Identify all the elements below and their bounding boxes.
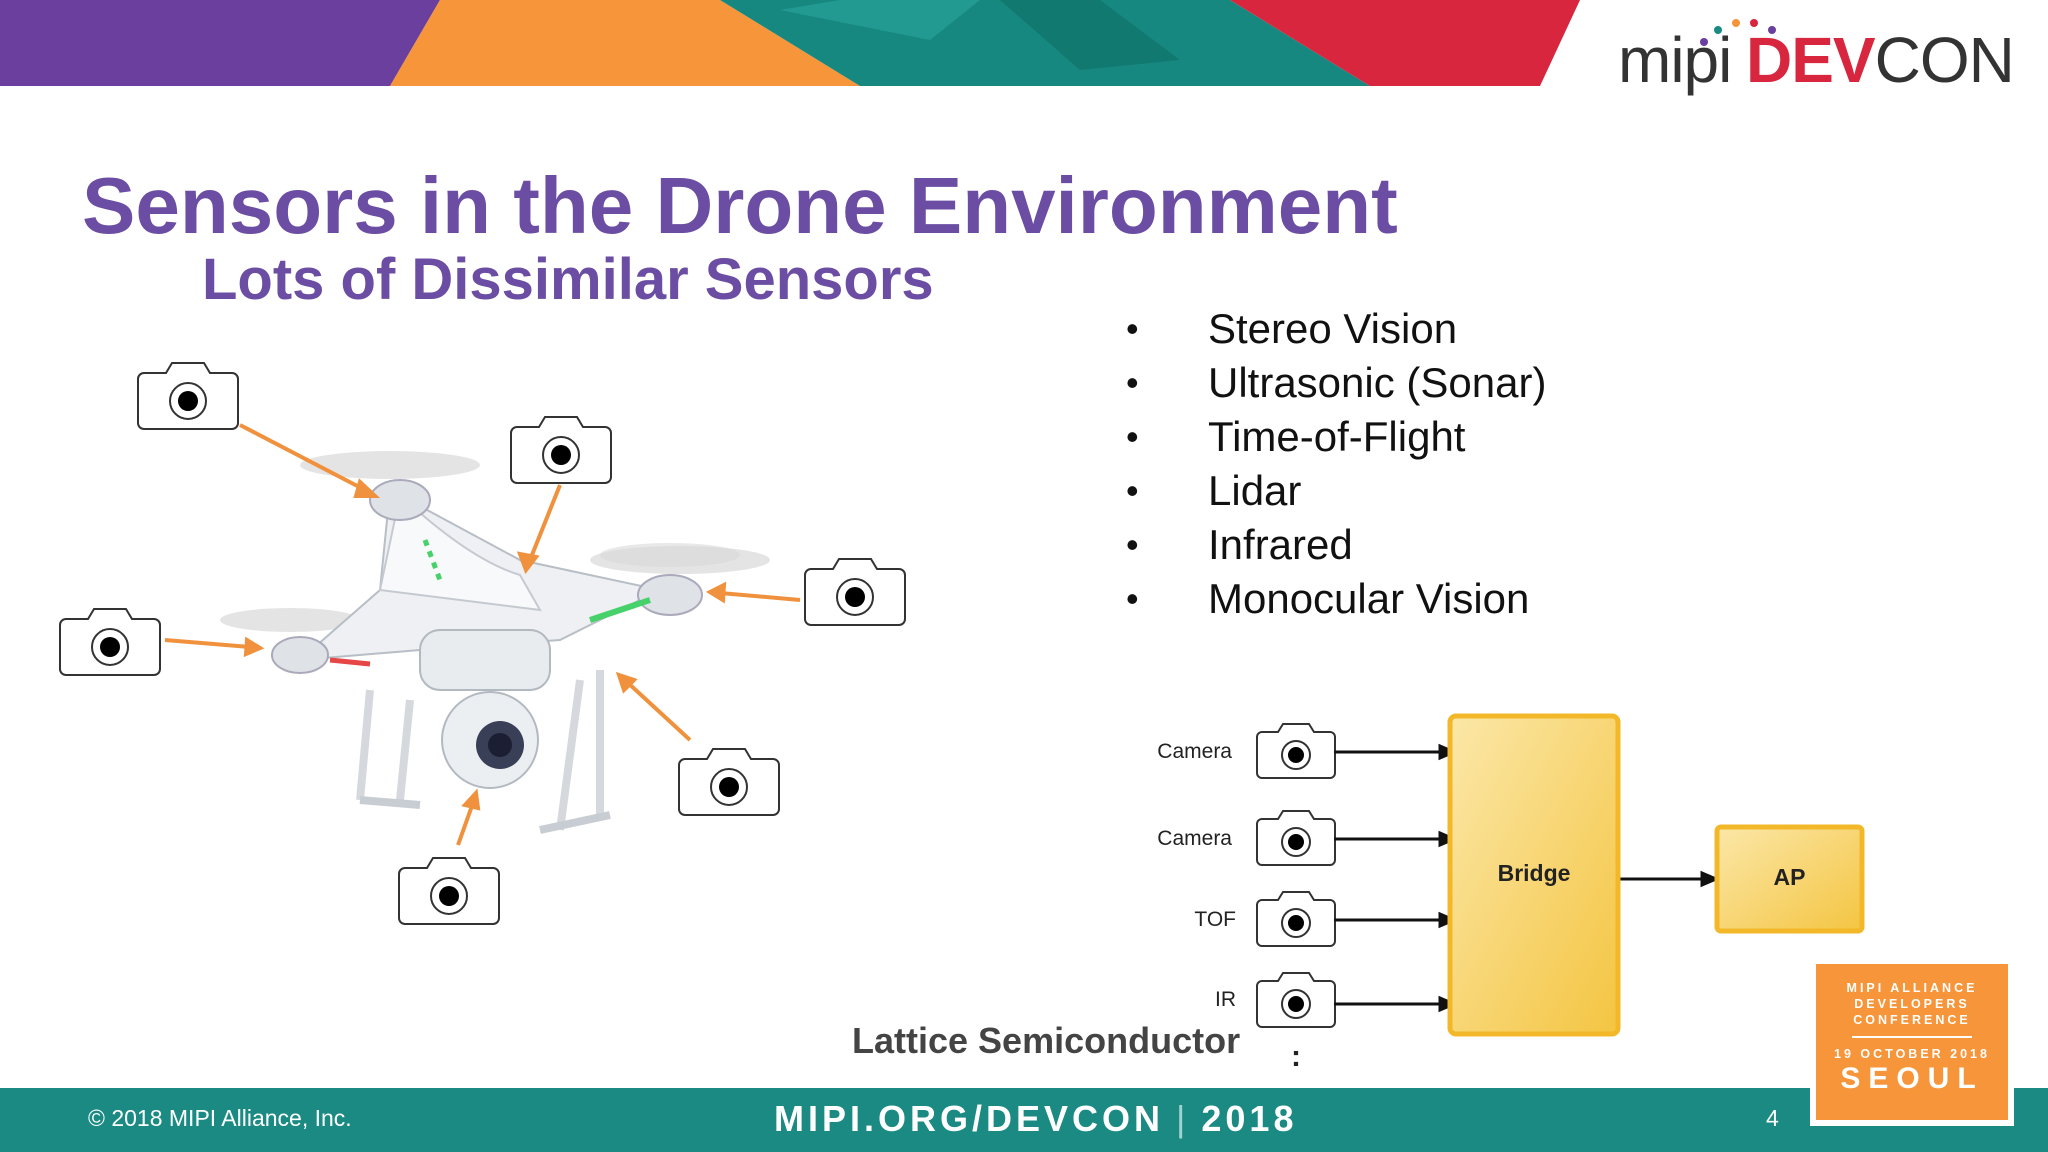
bullet-text: Monocular Vision	[1208, 575, 1530, 622]
diagram-arrows	[1334, 743, 1720, 1013]
bridge-block	[1447, 713, 1621, 1037]
slide-subtitle: Lots of Dissimilar Sensors	[202, 247, 934, 312]
camera-icon	[59, 608, 161, 676]
bullet-marker: •	[1126, 524, 1139, 565]
bullet-marker: •	[1126, 362, 1139, 403]
logo-devcon-text: DEVCON	[1746, 20, 2015, 100]
camera-icon	[1256, 891, 1336, 947]
bullet-text: Infrared	[1208, 521, 1353, 568]
ap-label: AP	[1773, 864, 1806, 890]
input-label: Camera	[1157, 827, 1232, 850]
bullet-text: Lidar	[1208, 467, 1302, 514]
badge-line: MIPI ALLIANCE	[1846, 981, 1978, 995]
footer-url-text: MIPI.ORG/DEVCON	[774, 1098, 1165, 1139]
badge-line: DEVELOPERS	[1854, 997, 1970, 1011]
bullet-text: Ultrasonic (Sonar)	[1208, 359, 1547, 406]
footer-url: MIPI.ORG/DEVCON | 2018	[774, 1098, 1297, 1140]
drone-body	[220, 451, 770, 834]
camera-icon	[137, 362, 239, 430]
camera-icon	[1256, 972, 1336, 1028]
source-attribution: Lattice Semiconductor	[852, 1020, 1241, 1061]
ap-block	[1714, 824, 1865, 934]
diagram-graphics	[1256, 713, 1865, 1037]
camera-icon	[804, 558, 906, 626]
bullet-text: Time-of-Flight	[1208, 413, 1466, 460]
footer-separator: |	[1176, 1098, 1190, 1139]
camera-icon	[678, 748, 780, 816]
logo-con-text: CON	[1874, 24, 2015, 96]
drone-illustration	[59, 362, 906, 925]
input-label: TOF	[1194, 908, 1236, 931]
badge-city: SEOUL	[1840, 1062, 1984, 1095]
logo-dev-text: DEV	[1746, 24, 1876, 96]
bullet-marker: •	[1126, 578, 1139, 619]
input-label: IR	[1215, 988, 1236, 1011]
camera-icon	[398, 857, 500, 925]
page-number: 4	[1766, 1105, 1779, 1131]
copyright-text: © 2018 MIPI Alliance, Inc.	[88, 1105, 352, 1131]
camera-icon	[510, 416, 612, 484]
badge-date: 19 OCTOBER 2018	[1834, 1047, 1990, 1061]
camera-icon	[1256, 723, 1336, 779]
continuation-marker: :	[1291, 1040, 1301, 1073]
bridge-block-diagram: Camera Camera TOF IR : Bridge AP	[1100, 700, 1880, 1080]
bullet-text: Stereo Vision	[1208, 305, 1458, 352]
bridge-label: Bridge	[1497, 860, 1571, 886]
camera-icon	[1256, 810, 1336, 866]
bullet-marker: •	[1126, 470, 1139, 511]
badge-divider	[1852, 1036, 1972, 1038]
badge-line: CONFERENCE	[1853, 1013, 1971, 1027]
footer-bar	[0, 1088, 2048, 1152]
logo-dots-arc	[1700, 19, 1776, 46]
input-label: Camera	[1157, 740, 1232, 763]
bullet-marker: •	[1126, 308, 1139, 349]
bullet-marker: •	[1126, 416, 1139, 457]
conference-badge: MIPI ALLIANCE DEVELOPERS CONFERENCE 19 O…	[1810, 958, 2014, 1126]
mipi-devcon-logo: mipi DEVCON	[1618, 19, 2018, 100]
slide-title: Sensors in the Drone Environment	[82, 161, 1398, 250]
logo-mipi-text: mipi	[1618, 24, 1732, 96]
sensor-arrows	[164, 423, 801, 846]
footer-year: 2018	[1201, 1098, 1298, 1139]
